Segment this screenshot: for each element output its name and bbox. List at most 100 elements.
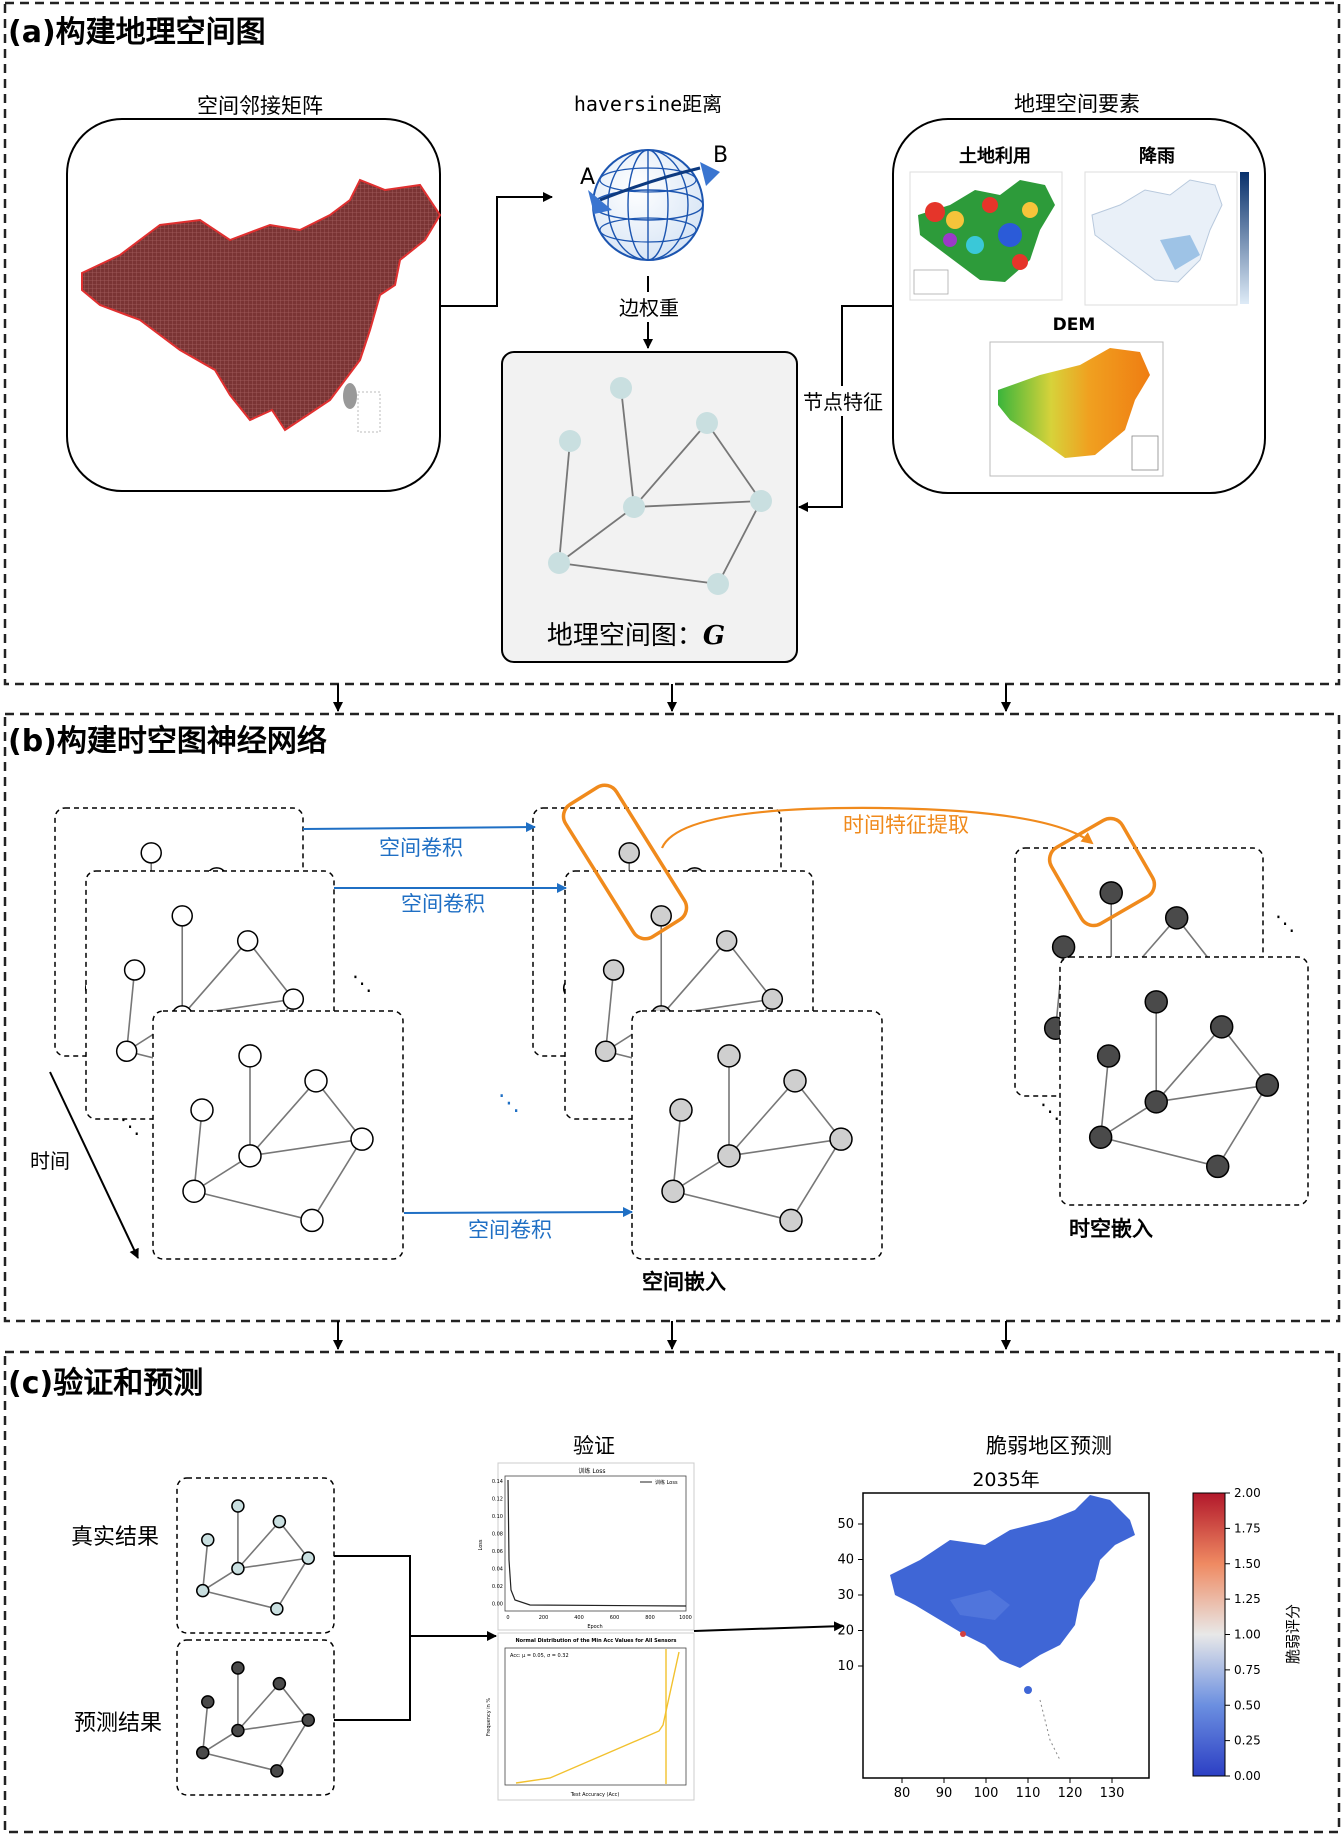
graph-edge [1217,1084,1269,1167]
colorbar-tick: 0.25 [1234,1734,1261,1748]
loss-ytick: 0.10 [492,1514,503,1520]
graph-node [1099,881,1123,905]
loss-xlabel: Epoch [587,1624,602,1630]
colorbar-tick: 1.25 [1234,1592,1261,1606]
temporal-arrow [660,806,1094,849]
graph-edge [660,940,728,1017]
graph-panel [631,1010,883,1260]
section-b: (b)构建时空图神经网络 ⋱⋱⋱⋱ 空间卷积 空间卷积 空间卷积 ⋱ 时间 时间… [3,712,1341,1323]
pred-result-label: 预测结果 [74,1711,162,1736]
blue-ellipsis: ⋱ [498,1091,520,1116]
colorbar-tick: 1.50 [1234,1557,1261,1571]
node-feature-label: 节点特征 [803,390,883,414]
globe-icon [588,149,720,261]
graph-edge [1100,1136,1218,1168]
loss-xtick: 400 [574,1615,584,1621]
section-a-border [3,1,1341,686]
graph-node [282,988,305,1010]
graph-edge [672,1109,682,1192]
colorbar-tick: 2.00 [1234,1486,1261,1500]
graph-node [717,1044,741,1068]
geo-graph-label: 地理空间图：G [547,621,725,651]
land-use-map [909,171,1063,301]
graph-edge [726,940,773,1000]
section-c-border [3,1350,1341,1834]
graph-node [201,1695,215,1709]
year-label: 2035年 [972,1469,1039,1491]
graph-node [602,959,625,981]
ellipsis-dots: ⋱ [1040,1099,1060,1123]
graph-node [783,1069,807,1093]
colorbar: 2.001.751.501.251.000.750.500.250.00 脆弱评… [1192,1486,1302,1783]
graph-node [761,988,784,1010]
point-b-cone [700,162,720,186]
graph-node [182,1179,206,1203]
graph-edge [193,1190,313,1222]
graph-panel [176,1477,335,1634]
temporal-highlight-box-1 [561,783,689,941]
graph-node [231,1499,245,1513]
graph-edge [790,1138,842,1221]
loss-xtick: 600 [610,1615,620,1621]
loss-ytick: 0.14 [492,1479,503,1485]
graph-edge [202,1567,239,1592]
graph-node [1209,1015,1234,1039]
graph-node [171,905,193,927]
graph-node [829,1127,853,1151]
graph-edge [202,1589,278,1610]
graph-edge [1156,1084,1268,1103]
graph-node [618,842,640,864]
dist-xlabel: Test Accuracy (Acc) [570,1792,620,1798]
graph-node [707,573,729,595]
map-ytick: 20 [837,1624,854,1639]
section-a-title: (a)构建地理空间图 [8,15,266,50]
colorbar-tick: 0.50 [1234,1698,1261,1712]
loss-plot-title: 训练 Loss [578,1467,605,1475]
taiwan-shape [343,383,357,409]
loss-y-ticks: 0.140.120.100.080.060.040.020.00 [492,1479,503,1608]
map-xtick: 130 [1100,1786,1125,1801]
graph-node [1144,1090,1168,1114]
graph-node [270,1764,284,1778]
map-ytick: 50 [837,1517,854,1532]
map-xtick: 100 [974,1786,999,1801]
spatial-conv-arrow-1 [302,822,536,833]
graph-node [201,1533,215,1547]
graph-node [717,1144,741,1168]
colorbar-tick: 1.00 [1234,1628,1261,1642]
graph-edge [315,1080,363,1140]
graph-node [140,842,162,864]
graph-node [195,1583,210,1598]
section-c-title: (c)验证和预测 [8,1366,203,1401]
graph-node [123,959,146,981]
graph-node [650,905,672,927]
connectors-b-c [333,1321,1011,1350]
arrow-adj-to-haversine [440,192,553,307]
dist-plot-title: Normal Distribution of the Min Acc Value… [515,1638,676,1644]
time-arrow [49,1071,139,1259]
land-use-title: 土地利用 [959,145,1031,167]
graph-edge [237,1719,309,1732]
graph-edge [278,1521,309,1559]
graph-node [661,1179,685,1203]
adjacency-title: 空间邻接矩阵 [197,94,323,118]
point-a-label: A [580,165,595,190]
spatial-conv-label-3: 空间卷积 [468,1218,552,1242]
section-c: (c)验证和预测 真实结果 预测结果 验证 训练 Loss 训练 Loss 0.… [3,1350,1341,1834]
graph-panel [176,1639,335,1796]
graph-edge [247,940,294,1000]
graph-node [779,1208,803,1233]
graph-edge [237,1557,309,1570]
graph-edge [276,1557,309,1610]
map-xtick: 90 [936,1786,953,1801]
spatial-conv-label-1: 空间卷积 [379,836,463,860]
graph-node [238,1144,262,1168]
map-xtick: 110 [1016,1786,1041,1801]
loss-ytick: 0.12 [492,1497,503,1503]
graph-node [304,1069,328,1093]
elements-title: 地理空间要素 [1014,92,1140,116]
haversine-title: haversine距离 [574,92,722,116]
